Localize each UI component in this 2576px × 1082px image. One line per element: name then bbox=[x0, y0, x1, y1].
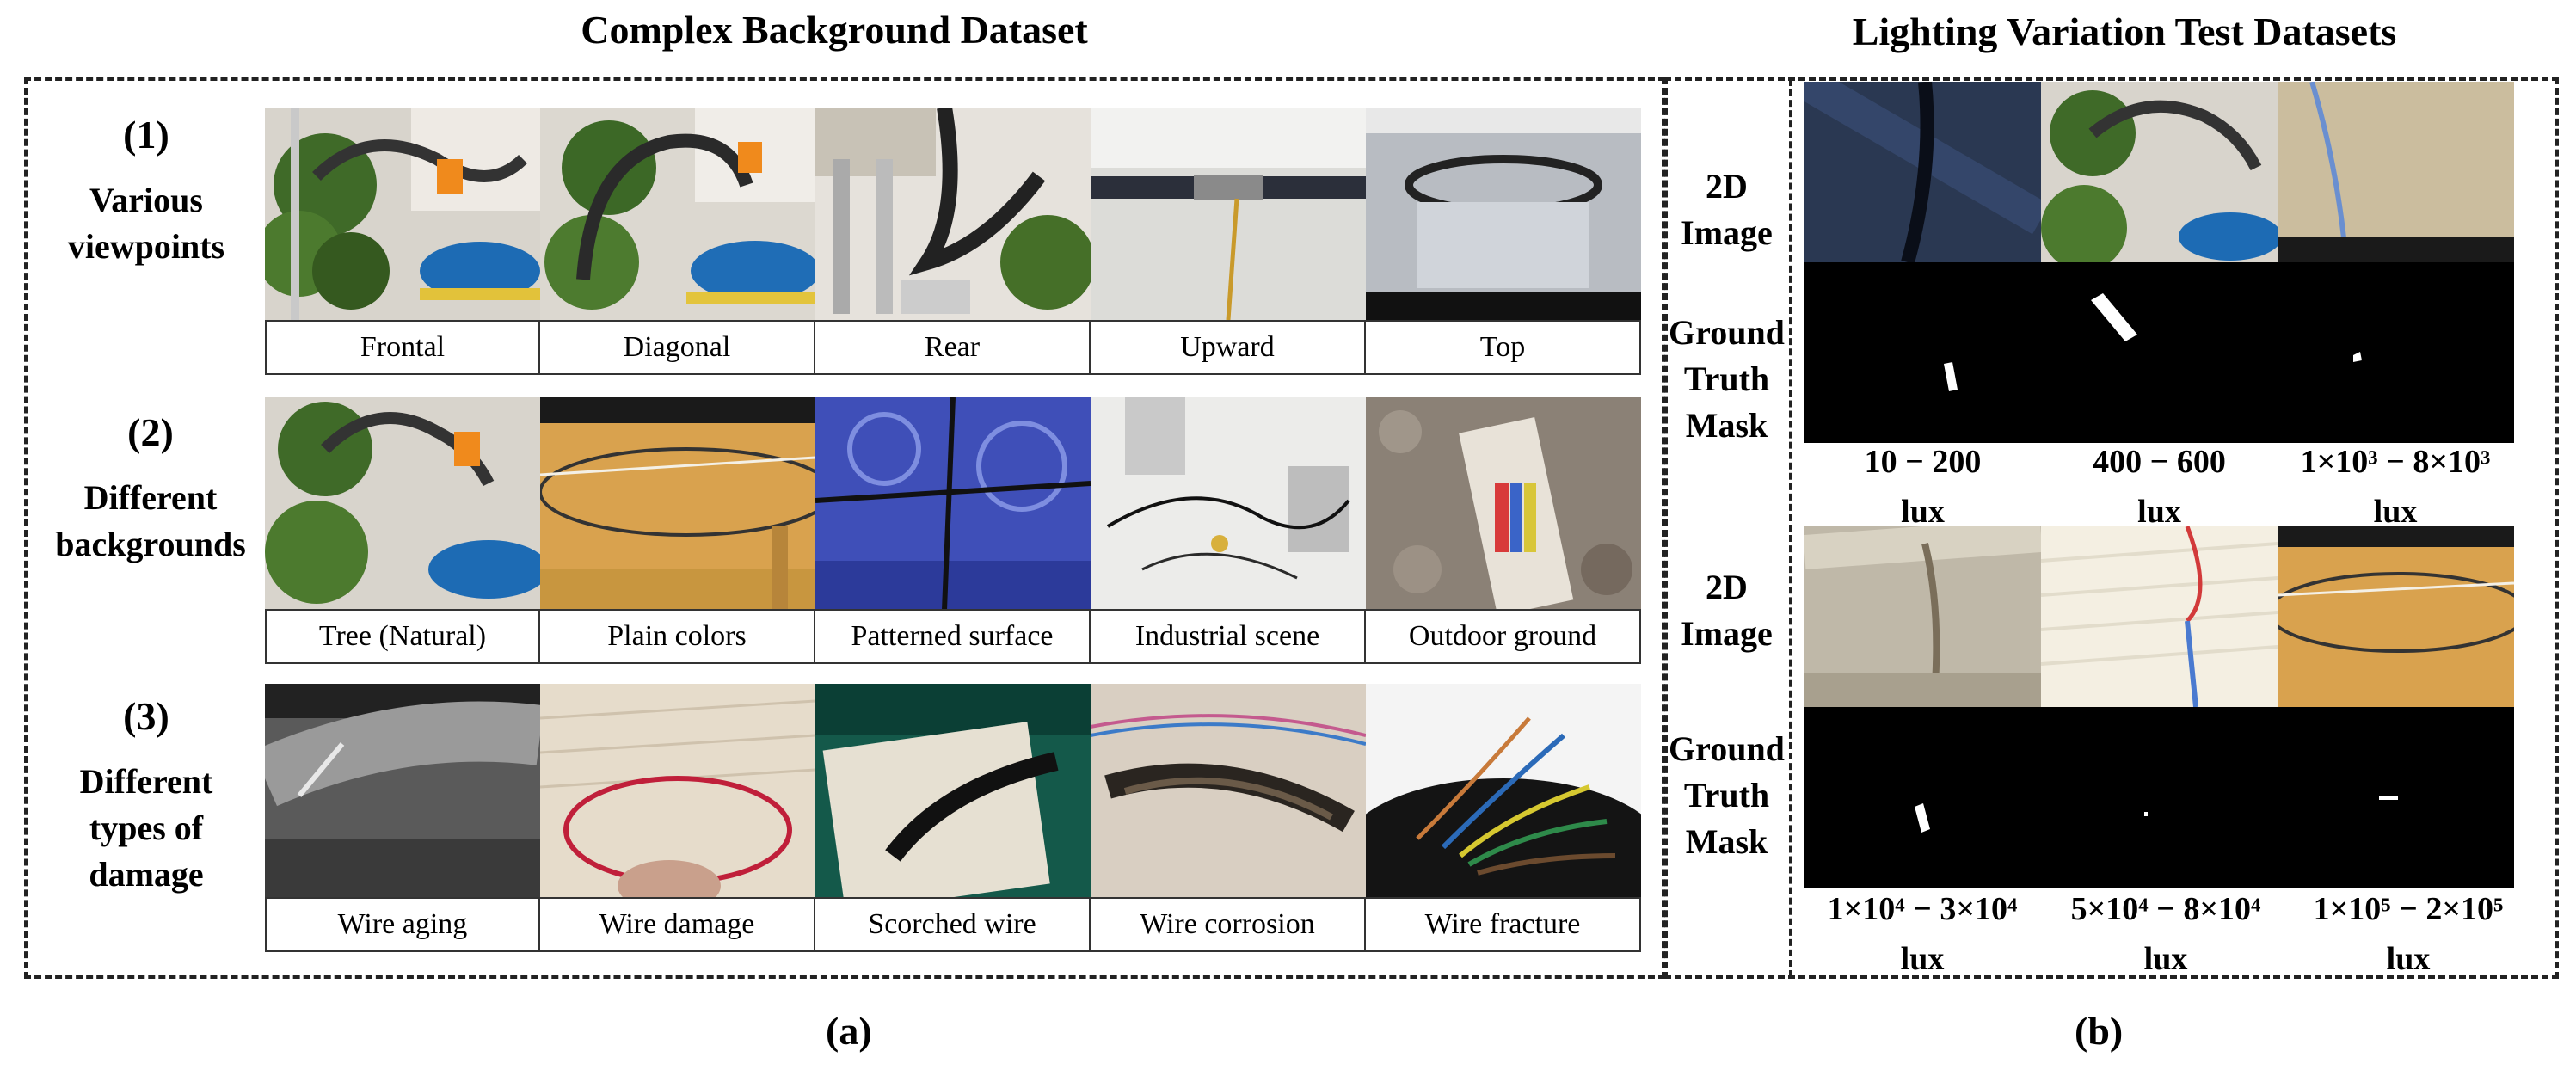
row-3-label-line: damage bbox=[89, 855, 204, 894]
photo-frontal bbox=[265, 108, 540, 320]
caption-tree-natural: Tree (Natural) bbox=[265, 609, 540, 664]
lux-range-1-unit: lux bbox=[1901, 494, 1945, 530]
caption-frontal: Frontal bbox=[265, 320, 540, 375]
lighting-photo-5 bbox=[2041, 526, 2278, 707]
row-2-label-line: Different bbox=[83, 478, 218, 517]
caption-rear: Rear bbox=[814, 320, 1091, 375]
lux-range-5-unit: lux bbox=[2143, 941, 2188, 977]
panel-b-divider bbox=[1789, 79, 1792, 977]
photo-wire-aging bbox=[265, 684, 540, 899]
caption-outdoor-ground: Outdoor ground bbox=[1364, 609, 1641, 664]
mask-label-line: Ground bbox=[1669, 313, 1785, 352]
row-3-label: (3) Different types of damage bbox=[43, 693, 249, 898]
lighting-photo-4 bbox=[1804, 526, 2041, 707]
panel-b-title: Lighting Variation Test Datasets bbox=[1852, 9, 2397, 53]
lux-range-4-value: 1×10⁴ − 3×10⁴ bbox=[1827, 891, 2018, 927]
row-1-label: (1) Various viewpoints bbox=[43, 112, 249, 270]
caption-plain-colors: Plain colors bbox=[538, 609, 815, 664]
caption-industrial-scene: Industrial scene bbox=[1089, 609, 1366, 664]
lux-range-3: 1×10³ − 8×10³ lux bbox=[2262, 437, 2529, 537]
lighting-photo-2 bbox=[2041, 82, 2278, 262]
lux-range-6-unit: lux bbox=[2386, 941, 2431, 977]
photo-outdoor-ground bbox=[1366, 397, 1641, 610]
caption-patterned-surface: Patterned surface bbox=[814, 609, 1091, 664]
mask-1 bbox=[1804, 262, 2041, 443]
mask-label-line: Mask bbox=[1685, 406, 1768, 445]
row-3-label-line: types of bbox=[89, 808, 204, 847]
caption-scorched-wire: Scorched wire bbox=[814, 897, 1091, 952]
lux-range-2-value: 400 − 600 bbox=[2093, 444, 2226, 480]
lux-range-6: 1×10⁵ − 2×10⁵ lux bbox=[2284, 884, 2533, 984]
caption-wire-fracture: Wire fracture bbox=[1364, 897, 1641, 952]
lighting-photo-6 bbox=[2278, 526, 2514, 707]
photo-scorched-wire bbox=[815, 684, 1091, 899]
top-mask-label: Ground Truth Mask bbox=[1656, 310, 1798, 449]
lux-range-3-value: 1×10³ − 8×10³ bbox=[2300, 444, 2491, 480]
photo-upward bbox=[1091, 108, 1366, 320]
mask-3 bbox=[2278, 262, 2514, 443]
mask-label-line: Ground bbox=[1669, 729, 1785, 768]
caption-upward: Upward bbox=[1089, 320, 1366, 375]
photo-rear bbox=[815, 108, 1091, 320]
caption-top: Top bbox=[1364, 320, 1641, 375]
lighting-photo-1 bbox=[1804, 82, 2041, 262]
photo-wire-fracture bbox=[1366, 684, 1641, 899]
panel-b-caption: (b) bbox=[2075, 1009, 2124, 1053]
image-label-line: 2D bbox=[1706, 568, 1748, 606]
caption-wire-aging: Wire aging bbox=[265, 897, 540, 952]
panel-a-caption: (a) bbox=[826, 1009, 872, 1053]
lux-range-5: 5×10⁴ − 8×10⁴ lux bbox=[2041, 884, 2290, 984]
mask-5 bbox=[2041, 707, 2278, 888]
row-1-label-line: Various bbox=[89, 181, 203, 219]
photo-diagonal bbox=[540, 108, 815, 320]
photo-patterned-surface bbox=[815, 397, 1091, 610]
row-1-label-line: viewpoints bbox=[67, 227, 225, 266]
mask-label-line: Truth bbox=[1683, 776, 1770, 815]
bottom-mask-label: Ground Truth Mask bbox=[1656, 726, 1798, 865]
photo-top bbox=[1366, 108, 1641, 320]
row-1-number: (1) bbox=[123, 113, 169, 157]
image-label-line: 2D bbox=[1706, 167, 1748, 206]
caption-diagonal: Diagonal bbox=[538, 320, 815, 375]
lighting-photo-3 bbox=[2278, 82, 2514, 262]
photo-wire-corrosion bbox=[1091, 684, 1366, 899]
lux-range-4-unit: lux bbox=[1900, 941, 1945, 977]
row-3-label-line: Different bbox=[79, 762, 213, 801]
mask-4 bbox=[1804, 707, 2041, 888]
photo-industrial-scene bbox=[1091, 397, 1366, 610]
mask-2 bbox=[2041, 262, 2278, 443]
row-2-label-line: backgrounds bbox=[55, 525, 246, 563]
mask-6 bbox=[2278, 707, 2514, 888]
image-label-line: Image bbox=[1681, 213, 1773, 252]
photo-plain-colors bbox=[540, 397, 815, 610]
caption-wire-damage: Wire damage bbox=[538, 897, 815, 952]
top-2d-image-label: 2D Image bbox=[1664, 163, 1789, 256]
panel-b-frame bbox=[1664, 77, 2559, 979]
lux-range-1: 10 − 200 lux bbox=[1804, 437, 2041, 537]
photo-tree-natural bbox=[265, 397, 540, 610]
lux-range-4: 1×10⁴ − 3×10⁴ lux bbox=[1798, 884, 2047, 984]
lux-range-1-value: 10 − 200 bbox=[1864, 444, 1982, 480]
caption-wire-corrosion: Wire corrosion bbox=[1089, 897, 1366, 952]
mask-label-line: Truth bbox=[1683, 360, 1770, 398]
row-3-number: (3) bbox=[123, 694, 169, 738]
row-2-number: (2) bbox=[127, 410, 174, 454]
mask-label-line: Mask bbox=[1685, 822, 1768, 861]
lux-range-3-unit: lux bbox=[2373, 494, 2418, 530]
panel-a-title: Complex Background Dataset bbox=[581, 8, 1088, 52]
lux-range-5-value: 5×10⁴ − 8×10⁴ bbox=[2070, 891, 2261, 927]
row-2-label: (2) Different backgrounds bbox=[43, 409, 258, 568]
lux-range-2: 400 − 600 lux bbox=[2041, 437, 2278, 537]
panel-a-frame bbox=[24, 77, 1665, 979]
lux-range-2-unit: lux bbox=[2137, 494, 2181, 530]
photo-wire-damage bbox=[540, 684, 815, 899]
lux-range-6-value: 1×10⁵ − 2×10⁵ bbox=[2313, 891, 2504, 927]
image-label-line: Image bbox=[1681, 614, 1773, 653]
bottom-2d-image-label: 2D Image bbox=[1664, 564, 1789, 657]
